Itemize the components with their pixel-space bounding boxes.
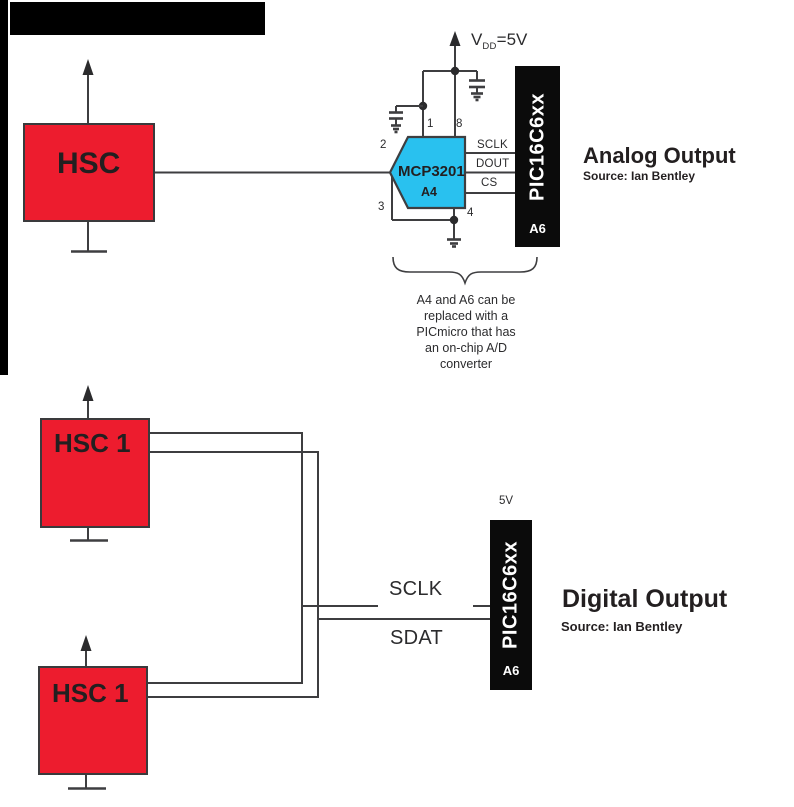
- note-line: A4 and A6 can be: [416, 293, 516, 307]
- curly-brace: [392, 256, 538, 286]
- left-edge-black-strip: [0, 0, 8, 375]
- pic-5v-label: 5V: [499, 495, 514, 507]
- adc-pin4-label: 4: [467, 207, 474, 219]
- pic-mcu-box-analog: PIC16C6xx A6: [515, 66, 560, 247]
- pic-mcu-name-analog: PIC16C6xx: [526, 93, 548, 202]
- digital-hsc2-ground-symbol: [68, 775, 106, 790]
- note-line: replaced with a: [423, 309, 509, 323]
- hsc2-sensor-label: HSC 1: [52, 678, 129, 708]
- digital-hsc1-ground-symbol: [70, 528, 108, 542]
- bus-sdat-loop: [148, 451, 319, 698]
- adc-pin3-label: 3: [378, 201, 385, 213]
- adc-designator-label: A4: [421, 185, 437, 199]
- bypass-capacitor-left: [389, 105, 423, 134]
- bus-sclk-loop: [148, 432, 303, 684]
- dout-signal-label: DOUT: [476, 158, 510, 170]
- replacement-note: A4 and A6 can be replaced with a PICmicr…: [392, 292, 540, 372]
- junction-pin1: [418, 101, 428, 111]
- top-left-redaction-box: [10, 2, 265, 35]
- sclk-signal-label: SCLK: [477, 139, 508, 151]
- digital-hsc2-supply-arrow: [80, 635, 92, 666]
- bypass-capacitor-right: [469, 71, 485, 102]
- analog-title: Analog Output: [583, 143, 736, 168]
- hsc2-sensor-box: HSC 1: [38, 666, 148, 775]
- pic-mcu-designator-analog: A6: [529, 221, 546, 236]
- vdd-label: VDD=5V: [471, 30, 528, 52]
- hsc1-sensor-box: HSC 1: [40, 418, 150, 528]
- adc-pin8-label: 8: [456, 118, 463, 130]
- cs-signal-label: CS: [481, 177, 498, 189]
- hsc-sensor-box: HSC: [23, 123, 155, 222]
- note-line: PICmicro that has: [416, 325, 516, 339]
- analog-source: Source: Ian Bentley: [583, 169, 696, 183]
- pic-mcu-box-digital: PIC16C6xx A6: [490, 520, 532, 690]
- note-line: converter: [439, 357, 493, 371]
- adc-name-label: MCP3201: [398, 163, 465, 180]
- digital-hsc1-supply-arrow: [82, 385, 94, 418]
- junction-vdd: [450, 66, 460, 76]
- sclk-bus-label: SCLK: [389, 578, 443, 600]
- hsc-sensor-label: HSC: [57, 147, 121, 180]
- pic-mcu-designator-digital: A6: [502, 663, 520, 678]
- digital-source: Source: Ian Bentley: [561, 619, 683, 634]
- pic-mcu-name-digital: PIC16C6xx: [499, 540, 522, 649]
- adc-pin1-label: 1: [427, 118, 434, 130]
- adc-pin2-label: 2: [380, 139, 387, 151]
- sdat-bus-label: SDAT: [390, 627, 444, 649]
- analog-hsc-ground-symbol: [71, 222, 107, 253]
- digital-title: Digital Output: [562, 585, 728, 613]
- hsc1-sensor-label: HSC 1: [54, 428, 131, 458]
- note-line: an on-chip A/D: [425, 341, 507, 355]
- analog-hsc-supply-arrow: [82, 59, 94, 123]
